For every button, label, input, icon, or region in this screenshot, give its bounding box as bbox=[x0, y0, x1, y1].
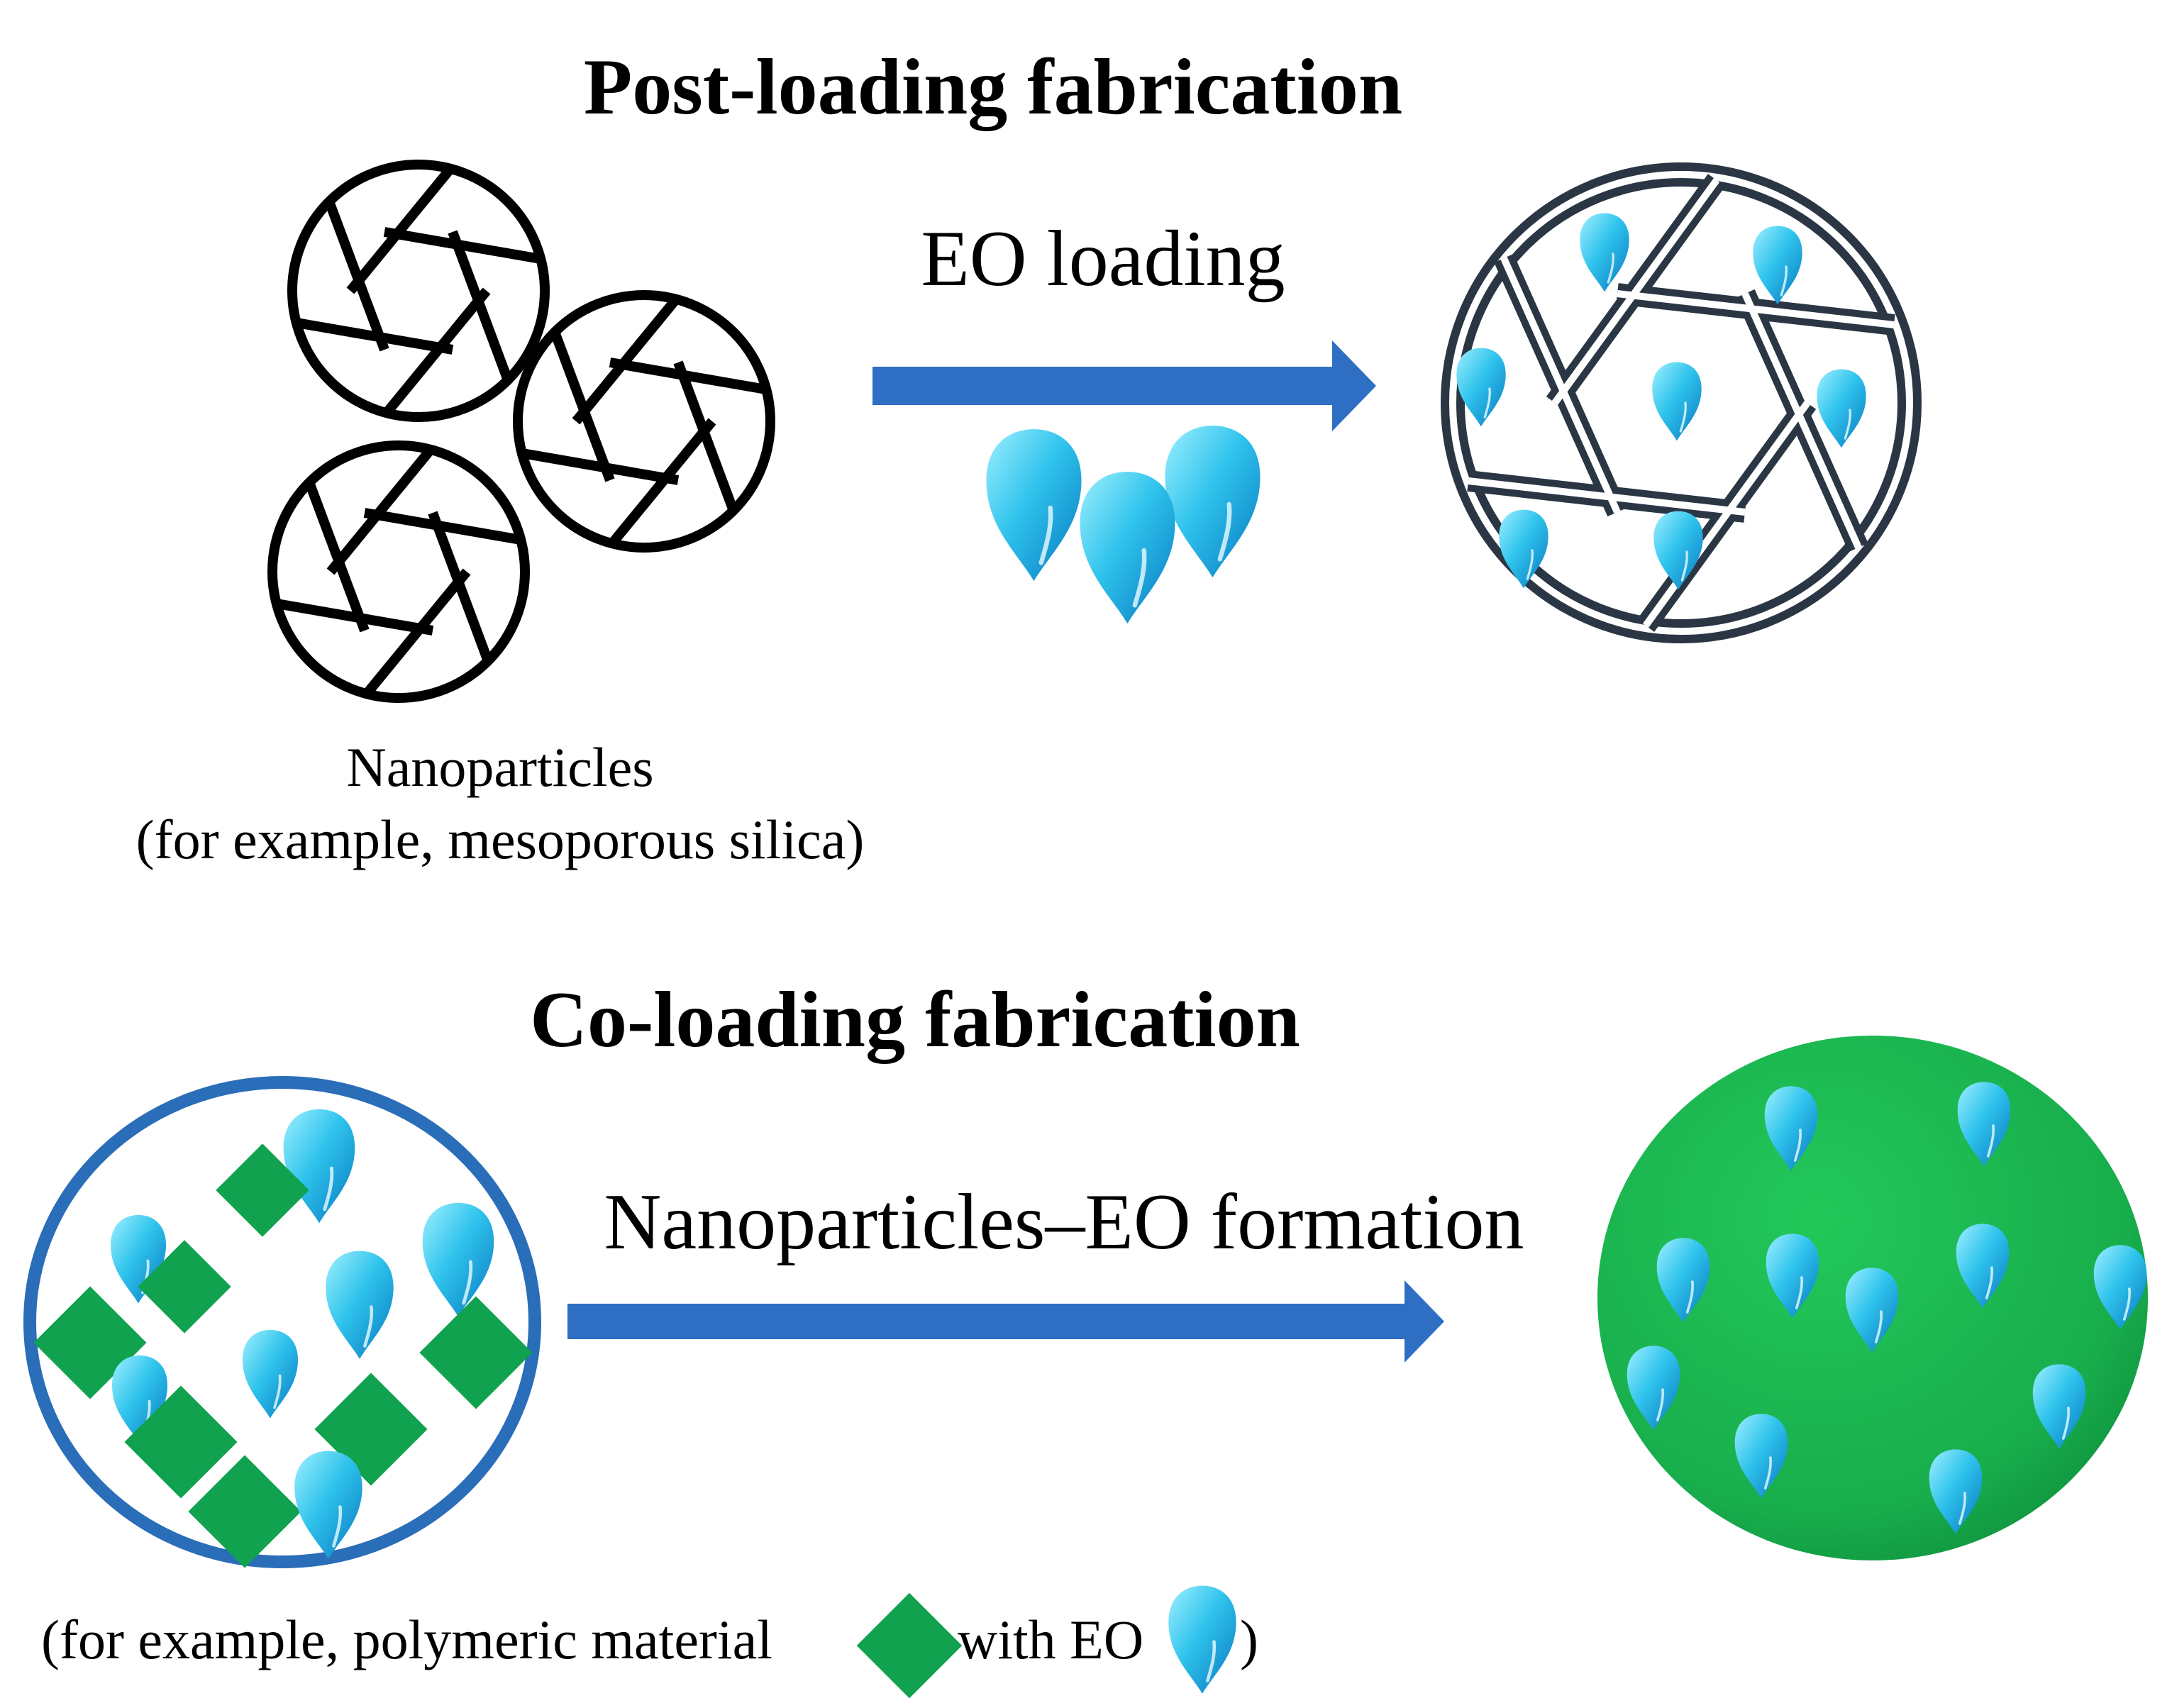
eo-loaded-polymer-nanoparticle bbox=[1597, 1036, 2149, 1560]
eo-loading-arrow bbox=[872, 340, 1376, 431]
eo-droplet-group bbox=[986, 426, 1260, 623]
eo-loading-label: EO loading bbox=[921, 215, 1285, 303]
nanoparticles-eo-formation-label: Nanoparticles–EO formation bbox=[604, 1178, 1524, 1266]
eo-loaded-nanoparticle bbox=[1441, 162, 1922, 643]
nanoparticles-example-caption: (for example, mesoporous silica) bbox=[136, 809, 865, 870]
empty-nanoparticles bbox=[272, 165, 770, 698]
eo-droplet-icon bbox=[1165, 426, 1260, 577]
mesoporous-nanoparticle-icon bbox=[292, 165, 545, 417]
polymer-diamond-icon bbox=[856, 1592, 963, 1699]
co-loading-legend: (for example, polymeric material with EO… bbox=[41, 1586, 1258, 1699]
legend-with-eo-text: with EO bbox=[958, 1609, 1143, 1670]
eo-droplet-icon bbox=[986, 429, 1081, 581]
nanoparticles-caption: Nanoparticles bbox=[346, 736, 653, 798]
eo-droplet-icon bbox=[1168, 1586, 1236, 1694]
mesoporous-nanoparticle-icon bbox=[272, 445, 525, 698]
nanoparticles-eo-formation-arrow bbox=[567, 1280, 1444, 1363]
legend-closing-paren: ) bbox=[1240, 1609, 1258, 1670]
polymer-eo-mixture bbox=[23, 1076, 541, 1568]
legend-example-text: (for example, polymeric material bbox=[41, 1609, 772, 1670]
eo-droplet-icon bbox=[1080, 472, 1175, 623]
co-loading-title: Co-loading fabrication bbox=[530, 976, 1300, 1064]
post-loading-title: Post-loading fabrication bbox=[584, 43, 1402, 131]
mesoporous-nanoparticle-icon bbox=[518, 295, 770, 548]
